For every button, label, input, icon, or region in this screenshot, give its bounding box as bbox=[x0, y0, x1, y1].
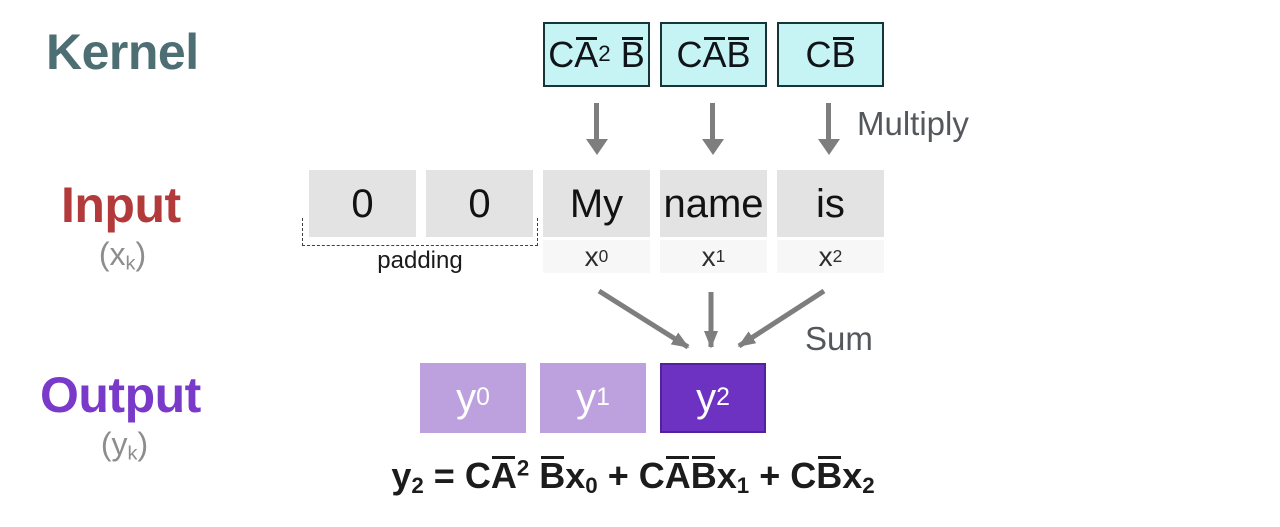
input-cell-my: My bbox=[543, 170, 650, 237]
sum-arrows-icon bbox=[597, 288, 826, 350]
multiply-down-arrow-icon bbox=[594, 103, 599, 139]
multiply-down-arrow-icon bbox=[710, 103, 715, 139]
multiply-label: Multiply bbox=[857, 105, 969, 142]
padding-bracket bbox=[302, 218, 538, 246]
input-cell-pad-1: 0 bbox=[426, 170, 533, 237]
multiply-down-arrow-icon bbox=[826, 103, 831, 139]
input-cell-pad-0: 0 bbox=[309, 170, 416, 237]
kernel-row-label: Kernel bbox=[46, 24, 199, 80]
input-cell-is: is bbox=[777, 170, 884, 237]
input-variable-label: (xk) bbox=[98, 236, 147, 275]
sum-label: Sum bbox=[805, 320, 873, 357]
output-formula: y2 = CA2 Bx0 + CABx1 + CBx2 bbox=[391, 455, 875, 498]
input-cell-name: name bbox=[660, 170, 767, 237]
padding-label: padding bbox=[377, 247, 463, 274]
input-row-label: Input bbox=[61, 177, 181, 233]
output-row-label: Output bbox=[40, 367, 201, 423]
output-variable-label: (yk) bbox=[100, 426, 149, 465]
